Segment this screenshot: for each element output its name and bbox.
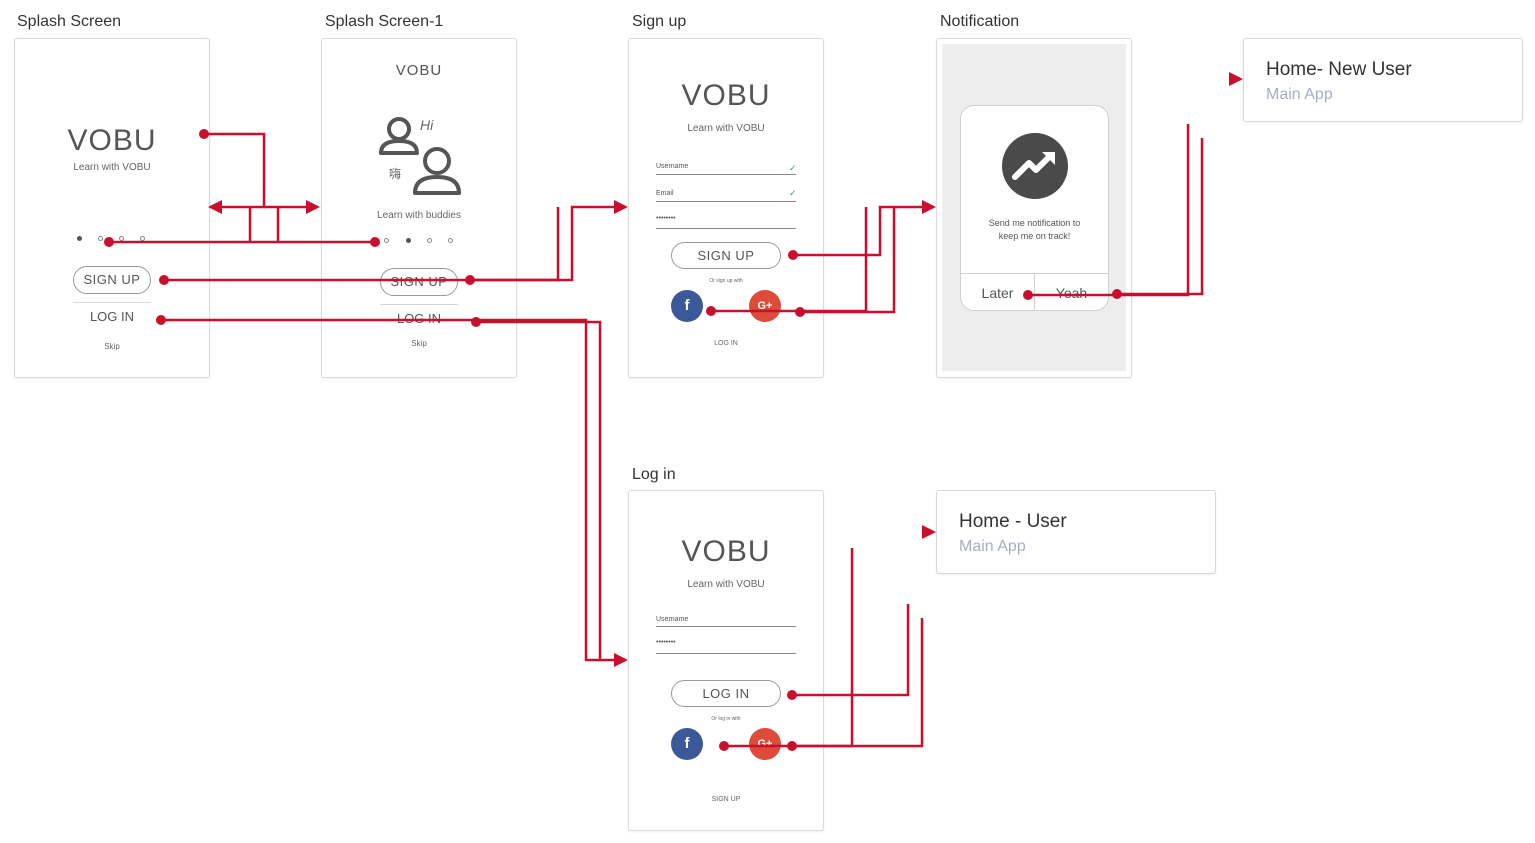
trending-up-icon: [1002, 133, 1068, 199]
arrowhead-home-new-user: [1229, 72, 1243, 86]
tagline: Learn with VOBU: [687, 123, 765, 134]
notification-artboard[interactable]: Send me notification to keep me on track…: [936, 38, 1132, 378]
home-user-card[interactable]: Home - User Main App: [936, 490, 1216, 574]
tagline: Learn with VOBU: [73, 162, 151, 173]
signup-button[interactable]: SIGN UP: [380, 268, 458, 296]
signup-artboard[interactable]: VOBU Learn with VOBU Username ✓ Email ✓ …: [628, 38, 824, 378]
page-dot-3[interactable]: [427, 238, 432, 243]
login-button[interactable]: LOG IN: [671, 680, 781, 707]
link-yeah: [1117, 138, 1204, 296]
login-link[interactable]: LOG IN: [714, 340, 738, 347]
logo: VOBU: [395, 62, 443, 79]
buddies-icon: [379, 117, 461, 195]
divider: [380, 304, 458, 305]
arrowhead-home-user: [922, 525, 936, 539]
login-button[interactable]: LOG IN: [396, 311, 442, 326]
username-field[interactable]: Username: [656, 163, 796, 175]
password-field[interactable]: ••••••••: [656, 215, 796, 229]
arrowhead-login: [614, 653, 628, 667]
skip-link[interactable]: Skip: [104, 342, 120, 351]
home-user-title: Home - User: [959, 511, 1067, 532]
home-new-user-subtitle: Main App: [1266, 86, 1333, 103]
link-splash-signup: [164, 205, 618, 282]
link-splash-logo-prev: [204, 132, 266, 209]
link-login-facebook: [724, 548, 854, 748]
signup-link[interactable]: SIGN UP: [711, 796, 741, 803]
tagline: Learn with VOBU: [687, 579, 765, 590]
login-artboard[interactable]: VOBU Learn with VOBU Username •••••••• L…: [628, 490, 824, 831]
frame-title-notification: Notification: [940, 13, 1020, 30]
page-dot-1[interactable]: [77, 236, 82, 241]
password-field[interactable]: ••••••••: [656, 639, 796, 654]
page-dot-1[interactable]: [384, 238, 389, 243]
facebook-icon[interactable]: f: [671, 290, 703, 322]
facebook-icon[interactable]: f: [671, 728, 703, 760]
frame-title-splash: Splash Screen: [17, 13, 122, 30]
or-sign-up-with: Or sign up with: [709, 278, 743, 284]
signup-button[interactable]: SIGN UP: [671, 242, 781, 269]
link-signup-button: [793, 205, 926, 257]
caption: Learn with buddies: [377, 210, 461, 221]
home-user-subtitle: Main App: [959, 538, 1026, 555]
link-splash-login: [161, 318, 618, 662]
frame-title-splash1: Splash Screen-1: [325, 13, 444, 30]
page-dot-3[interactable]: [119, 236, 124, 241]
divider: [73, 302, 151, 303]
arrowhead-notification: [922, 200, 936, 214]
link-later: [1028, 124, 1190, 297]
skip-link[interactable]: Skip: [411, 339, 427, 348]
dialog-split: [1034, 273, 1035, 310]
frame-title-login: Log in: [632, 466, 676, 483]
frame-title-signup: Sign up: [632, 13, 687, 30]
link-login-button: [792, 604, 910, 697]
page-dot-2[interactable]: [406, 238, 411, 243]
link-splash1-signup: [470, 207, 560, 282]
arrowhead-left: [208, 200, 222, 214]
notification-message-line1: Send me notification to: [988, 218, 1081, 228]
link-signup-google: [800, 207, 896, 314]
home-new-user-title: Home- New User: [1266, 59, 1412, 80]
check-icon: ✓: [789, 163, 797, 173]
username-field[interactable]: Username: [656, 616, 796, 627]
logo: VOBU: [681, 535, 771, 568]
hello-glyph: 嗨: [389, 167, 402, 181]
notification-dialog[interactable]: Send me notification to keep me on track…: [960, 105, 1109, 311]
page-dot-4[interactable]: [140, 236, 145, 241]
page-dot-4[interactable]: [448, 238, 453, 243]
google-plus-icon[interactable]: G+: [749, 290, 781, 322]
logo: VOBU: [67, 124, 157, 157]
login-button[interactable]: LOG IN: [89, 309, 135, 324]
hi-label: Hi: [420, 117, 434, 133]
check-icon: ✓: [789, 188, 797, 198]
arrowhead-right: [306, 200, 320, 214]
logo: VOBU: [681, 79, 771, 112]
link-signup-facebook: [711, 207, 868, 313]
email-field[interactable]: Email: [656, 190, 796, 202]
home-new-user-card[interactable]: Home- New User Main App: [1243, 38, 1523, 122]
signup-button[interactable]: SIGN UP: [73, 266, 151, 294]
page-dot-2[interactable]: [98, 236, 103, 241]
yeah-button[interactable]: Yeah: [1055, 285, 1088, 301]
or-log-in-with: Or log in with: [711, 716, 741, 722]
link-login-google: [792, 618, 924, 748]
arrowhead-signup: [614, 200, 628, 214]
link-splash1-login: [476, 320, 602, 660]
splash-screen-artboard[interactable]: VOBU Learn with VOBU SIGN UP LOG IN Skip: [14, 38, 210, 378]
notification-message-line2: keep me on track!: [998, 231, 1071, 241]
later-button[interactable]: Later: [981, 285, 1014, 301]
